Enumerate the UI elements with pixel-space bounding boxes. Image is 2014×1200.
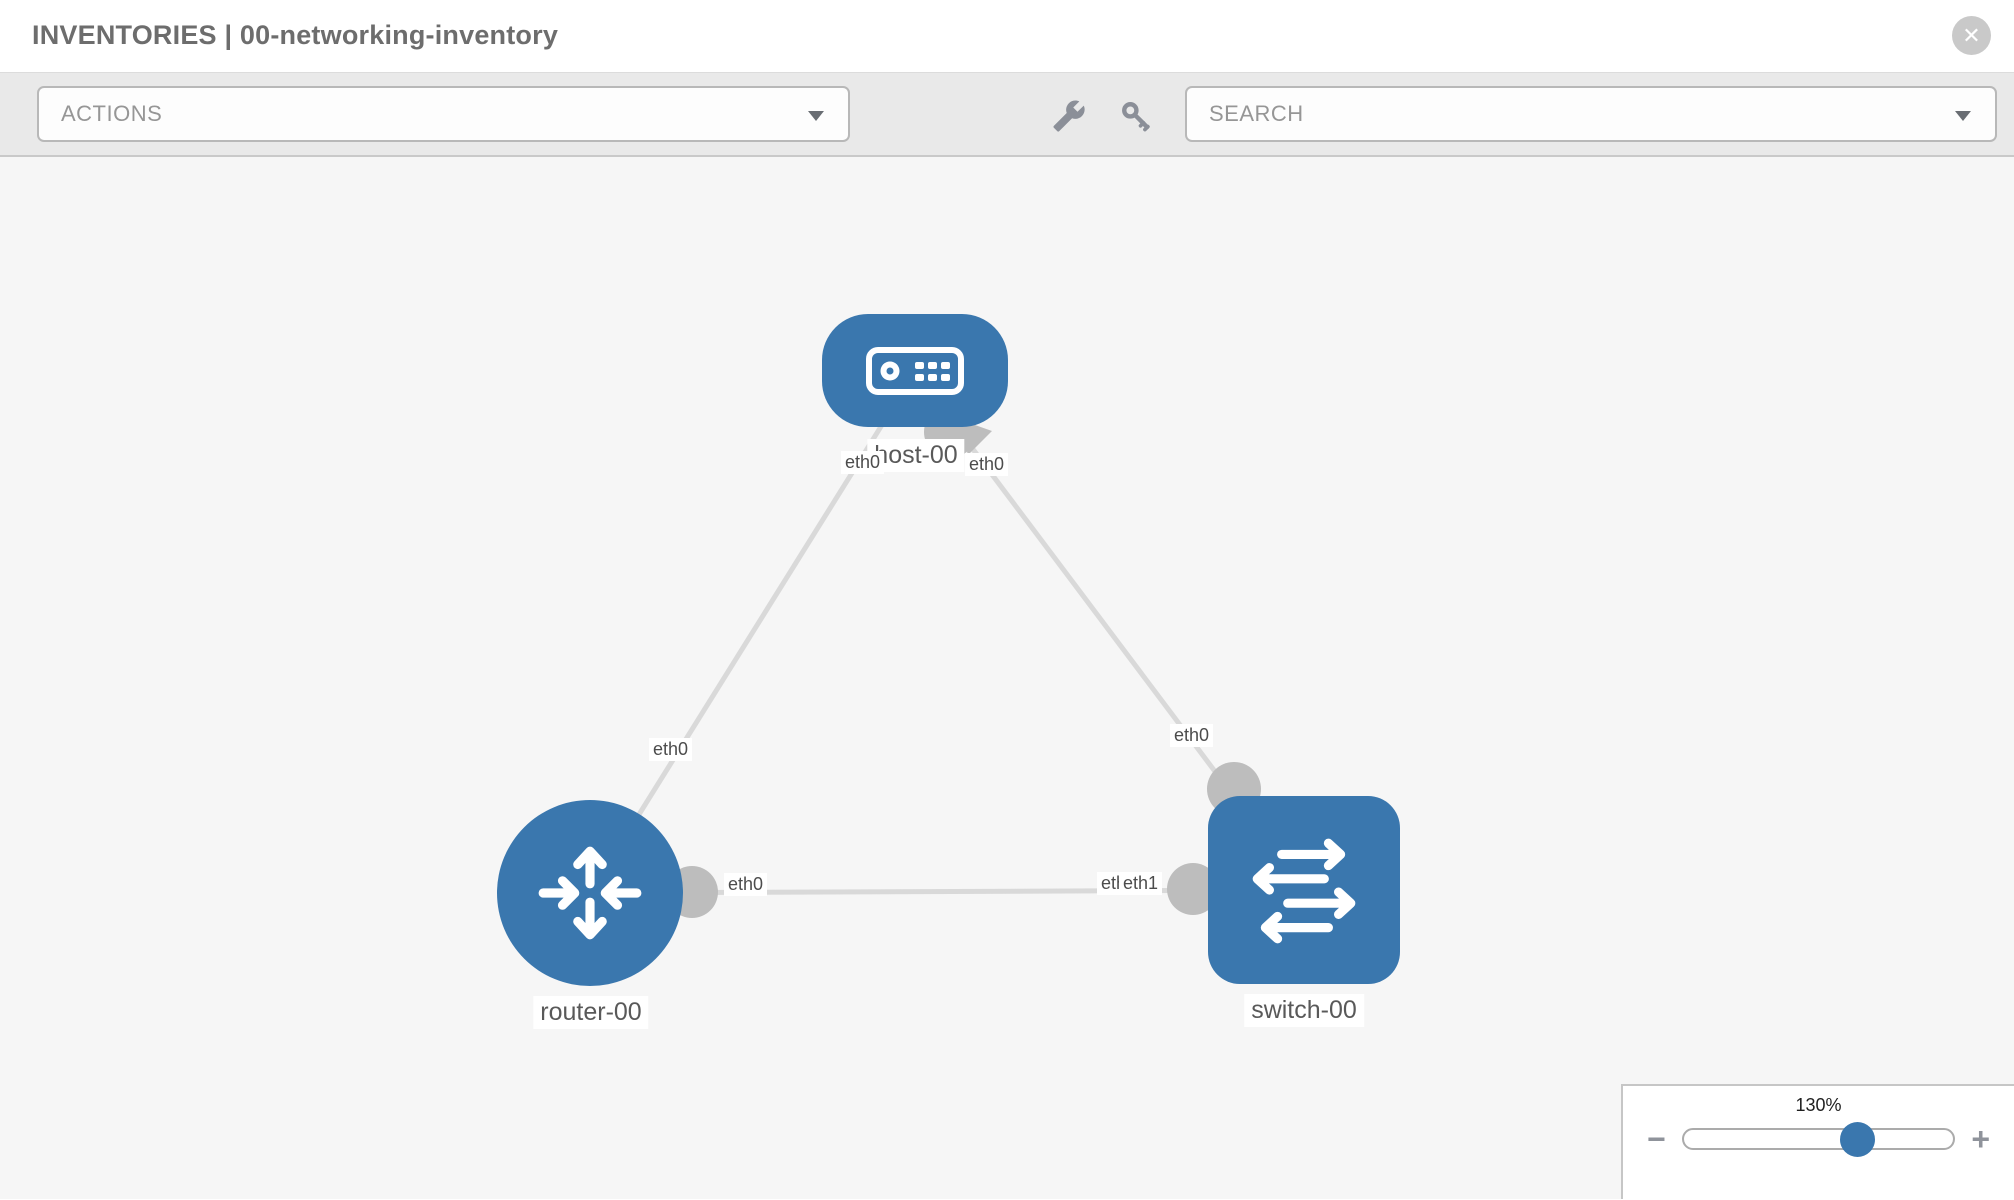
- page-header: INVENTORIES | 00-networking-inventory ✕: [0, 0, 2014, 73]
- link-arrowhead: [958, 419, 992, 455]
- close-icon[interactable]: ✕: [1952, 16, 1991, 55]
- port-label-link-host-switch: eth0: [1170, 724, 1214, 747]
- key-icon[interactable]: [1119, 99, 1153, 133]
- switch-icon: [1252, 838, 1356, 944]
- actions-dropdown-label: ACTIONS: [61, 101, 163, 126]
- zoom-in-button[interactable]: +: [1971, 1121, 1990, 1157]
- page-title: INVENTORIES | 00-networking-inventory: [32, 20, 559, 50]
- host-icon: [866, 346, 964, 395]
- port-label-host-eth0-right: eth0: [965, 453, 1009, 476]
- connector-switch-left: [1167, 863, 1219, 915]
- port-label-router-eth0: eth0: [724, 873, 768, 896]
- node-label-router-00: router-00: [533, 996, 649, 1029]
- chevron-down-icon: [1955, 111, 1971, 121]
- zoom-slider-track[interactable]: [1681, 1122, 1956, 1157]
- node-router-00[interactable]: [497, 800, 683, 986]
- chevron-down-icon: [808, 111, 824, 121]
- links-layer: [587, 370, 1306, 918]
- node-host-00[interactable]: [822, 314, 1008, 427]
- port-label-switch-eth1: eth1: [1119, 872, 1163, 895]
- search-dropdown-label: SEARCH: [1209, 101, 1304, 126]
- router-icon: [538, 846, 642, 940]
- toolbar: ACTIONS SEARCH: [0, 73, 2014, 157]
- topology-canvas[interactable]: host-00 router-00 switch-00 eth0 eth0 et…: [0, 157, 2014, 1199]
- port-label-host-eth0-left: eth0: [841, 451, 885, 474]
- zoom-out-button[interactable]: −: [1647, 1121, 1666, 1157]
- port-label-link-host-router: eth0: [649, 738, 693, 761]
- actions-dropdown[interactable]: ACTIONS: [37, 86, 850, 142]
- node-switch-00[interactable]: [1208, 796, 1400, 984]
- wrench-icon[interactable]: [1052, 99, 1086, 133]
- zoom-slider-handle[interactable]: [1839, 1122, 1875, 1157]
- search-dropdown[interactable]: SEARCH: [1185, 86, 1997, 142]
- node-label-switch-00: switch-00: [1244, 994, 1364, 1027]
- zoom-level-value: 130%: [1795, 1095, 1842, 1115]
- zoom-panel: 130% − +: [1621, 1084, 2014, 1199]
